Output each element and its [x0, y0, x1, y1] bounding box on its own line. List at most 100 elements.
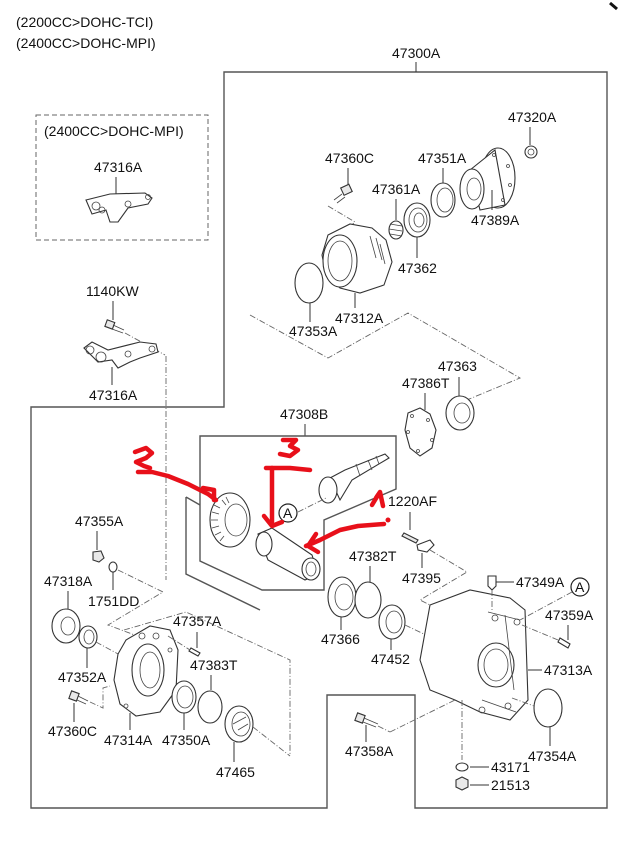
- bracket-47316A-optional: [85, 192, 153, 223]
- ring-gear: [209, 492, 251, 548]
- reference-marker-text: A: [283, 505, 293, 521]
- seal-47351A: [430, 182, 456, 218]
- part-label: 47362: [398, 260, 437, 276]
- bolt-47358A: [354, 712, 379, 728]
- extension-housing-47312A: [321, 223, 393, 294]
- part-label: 47316A: [89, 387, 138, 403]
- part-label: 47350A: [162, 732, 211, 748]
- reference-marker-a-2: A: [570, 577, 590, 597]
- reference-line: [377, 725, 391, 733]
- engine-variant-label: (2400CC>DOHC-MPI): [16, 35, 156, 51]
- bolt-47360C-bottom: [68, 690, 89, 705]
- bracket-47316A: [83, 341, 159, 369]
- part-label: 47361A: [372, 181, 421, 197]
- pin-47357A: [188, 647, 201, 657]
- part-label: 47382T: [349, 548, 397, 564]
- gasket-47386T: [404, 407, 437, 457]
- reference-line: [89, 685, 111, 709]
- part-label: 47363: [438, 358, 477, 374]
- reference-line: [389, 699, 456, 733]
- subassembly-frame-ext: [185, 496, 261, 611]
- annotation-mark-2: [132, 445, 219, 503]
- pin-47359A: [557, 637, 571, 649]
- part-label: 1751DD: [88, 593, 139, 609]
- assembly-frame: [30, 71, 608, 809]
- stray-mark: [609, 1, 618, 11]
- reference-line: [521, 624, 559, 641]
- part-label: 47313A: [544, 662, 593, 678]
- bearing-47465: [224, 705, 254, 743]
- transfer-case-47313A: [419, 589, 529, 721]
- part-label: 47352A: [58, 669, 107, 685]
- spring-47361A: [388, 220, 404, 240]
- part-label: 47465: [216, 764, 255, 780]
- part-label: 47359A: [545, 607, 594, 623]
- annotation-mark-1: [303, 489, 391, 555]
- part-label: 47349A: [516, 574, 565, 590]
- subassembly-frame: [199, 435, 397, 591]
- pinion-shaft: [318, 453, 390, 504]
- part-label: 1140KW: [86, 283, 139, 299]
- part-label: 47353A: [289, 323, 338, 339]
- part-label: 47366: [321, 631, 360, 647]
- reference-line: [106, 569, 164, 641]
- bearing-47363: [445, 395, 475, 431]
- reference-line: [252, 726, 291, 757]
- drain-plug-21513: [455, 776, 469, 791]
- part-label: 1220AF: [388, 493, 437, 509]
- part-label: 47314A: [104, 732, 153, 748]
- reference-line: [95, 641, 121, 656]
- part-label: 43171: [491, 759, 530, 775]
- seal-47452: [378, 604, 406, 640]
- part-label: 47395: [402, 570, 441, 586]
- part-label: 47312A: [335, 310, 384, 326]
- part-label: 47354A: [528, 748, 577, 764]
- seal-47350A: [171, 680, 197, 714]
- part-label: 47360C: [325, 150, 374, 166]
- reference-line: [404, 624, 429, 637]
- part-label: 47357A: [173, 613, 222, 629]
- engine-variant-label: (2200CC>DOHC-TCI): [16, 14, 153, 30]
- seal-47352A: [78, 625, 98, 649]
- optional-box-title: (2400CC>DOHC-MPI): [44, 123, 184, 139]
- reference-line: [511, 697, 535, 707]
- dust-cover-47318A: [51, 608, 81, 644]
- seal-1751DD: [108, 561, 118, 573]
- reference-marker-a: A: [278, 503, 298, 523]
- bolt-1220AF: [401, 532, 419, 544]
- part-label: 47355A: [75, 513, 124, 529]
- part-label: 47360C: [48, 723, 97, 739]
- part-label: 21513: [491, 777, 530, 793]
- optional-part-box: [35, 114, 209, 241]
- reference-line: [297, 497, 327, 513]
- reference-line: [249, 312, 522, 403]
- o-ring-47353A: [294, 262, 324, 304]
- part-label: 47320A: [508, 109, 557, 125]
- companion-flange-47389A: [459, 147, 516, 211]
- nut-47320A: [524, 145, 538, 159]
- breather-47349A: [487, 575, 497, 591]
- output-shaft: [255, 527, 321, 581]
- part-label: 47316A: [94, 159, 143, 175]
- part-label: 47386T: [402, 375, 450, 391]
- o-ring-47354A: [533, 688, 563, 728]
- annotation-mark-3: [261, 437, 313, 529]
- bolt-47360C-top: [333, 183, 353, 204]
- reference-line: [519, 591, 573, 621]
- washer-43171: [455, 762, 469, 772]
- seal-47366: [327, 576, 357, 618]
- part-label: 47358A: [345, 743, 394, 759]
- bearing-47362: [403, 202, 431, 238]
- lock-plate-47395: [416, 539, 435, 553]
- assembly-label: 47300A: [392, 45, 441, 61]
- subassembly-label: 47308B: [280, 406, 328, 422]
- transfer-cover-47314A: [113, 625, 179, 717]
- bolt-1140KW: [104, 319, 125, 334]
- reference-line: [167, 635, 191, 651]
- reference-line: [123, 611, 291, 756]
- o-ring-47383T: [197, 690, 223, 724]
- reference-line: [419, 549, 468, 621]
- part-label: 47383T: [190, 657, 238, 673]
- part-label: 47389A: [471, 212, 520, 228]
